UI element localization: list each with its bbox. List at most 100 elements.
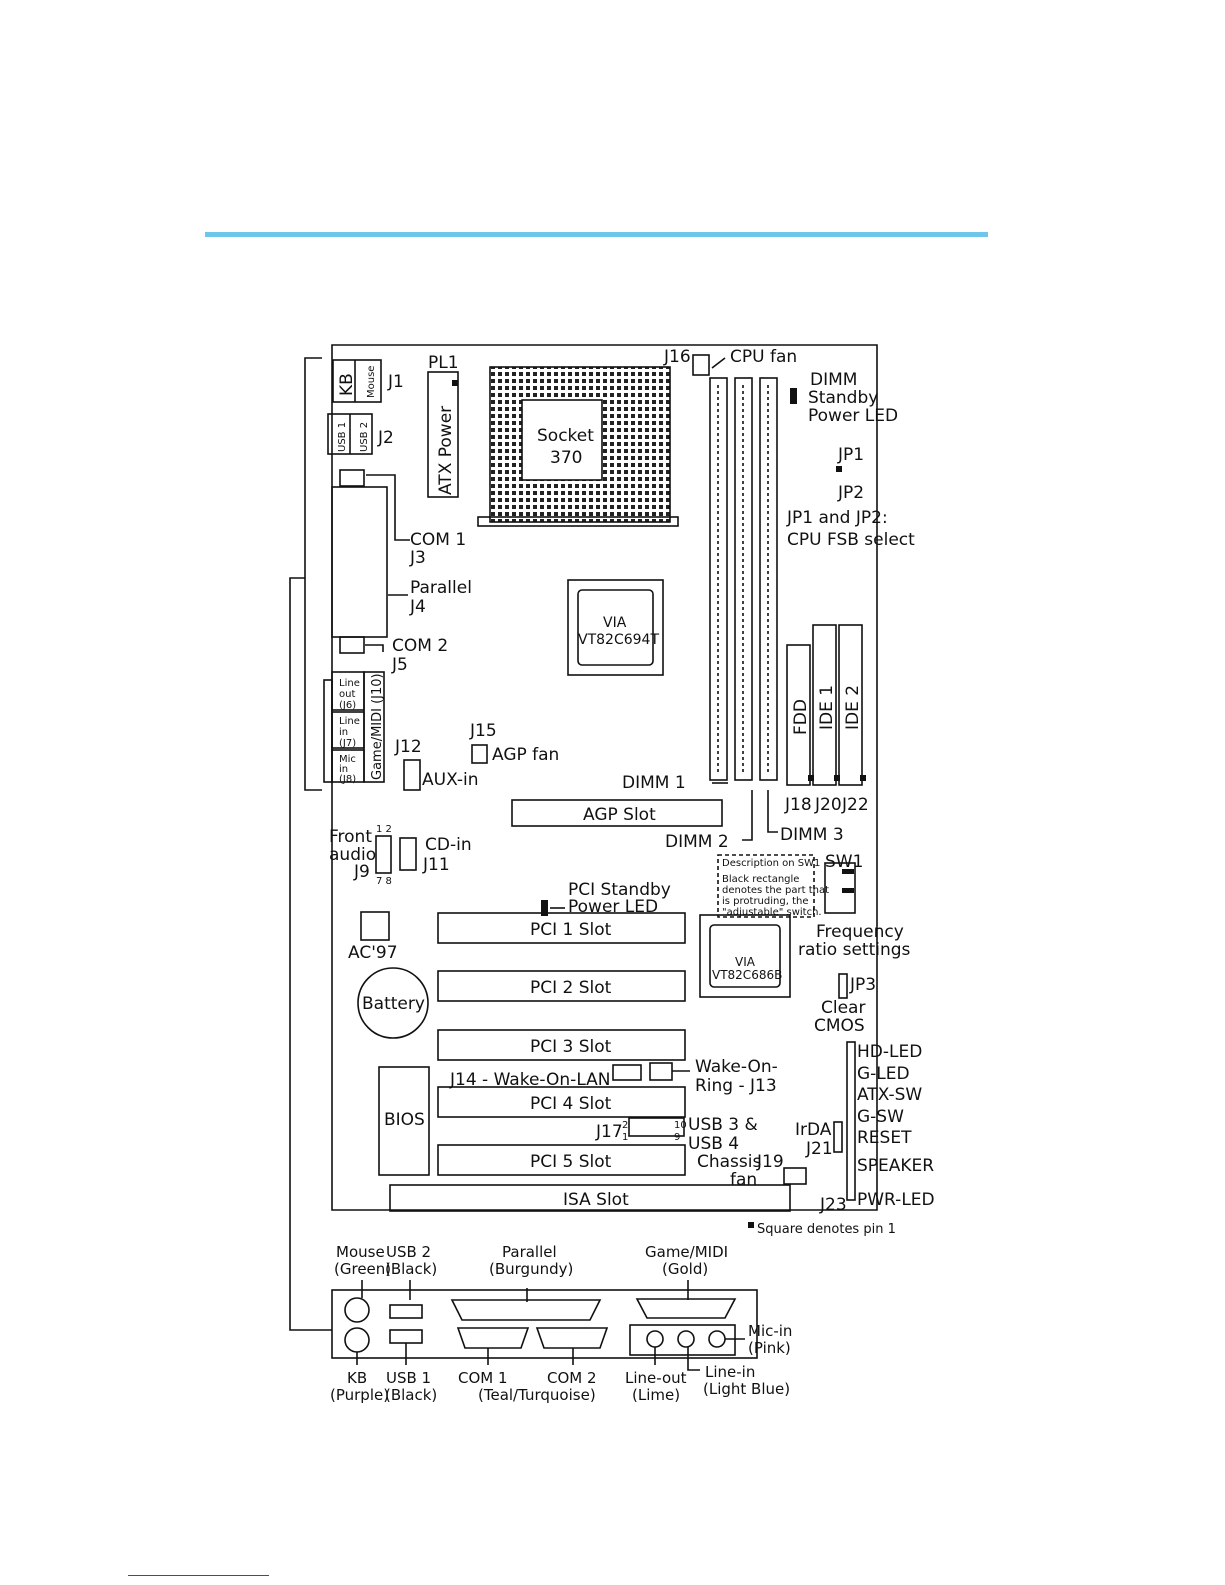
wake-on-ring-label-2: Ring - J13: [695, 1076, 777, 1096]
chassis-fan-label-2: fan: [730, 1170, 757, 1190]
pci2-label: PCI 2 Slot: [530, 978, 612, 998]
socket-label-1: Socket: [537, 426, 594, 446]
game-midi-label: Game/MIDI (J10): [370, 673, 385, 780]
chassis-fan-label-1: Chassis: [697, 1152, 761, 1172]
via2-label-2: VT82C686B: [712, 968, 782, 982]
jp-desc-label-2: CPU FSB select: [787, 530, 915, 550]
rear-kb-label: KB: [347, 1369, 367, 1387]
line-out-label-2: out: [339, 689, 355, 700]
cpu-fan-header: [692, 354, 710, 376]
rear-mic-label: Mic-in: [748, 1322, 792, 1340]
mouse-label: Mouse: [366, 366, 377, 398]
clear-cmos-label-1: Clear: [821, 998, 865, 1018]
dimm-slot-1: [709, 377, 728, 781]
via1-label-2: VT82C694T: [578, 632, 659, 648]
rear-io-panel: [331, 1289, 758, 1359]
j5-label: J5: [391, 655, 408, 675]
pin-9-label: 9: [674, 1132, 680, 1143]
pin-78-label: 7 8: [376, 876, 392, 887]
j18-label: J18: [784, 795, 812, 815]
cd-in-label: CD-in: [425, 835, 472, 855]
usb34-label-2: USB 4: [688, 1134, 739, 1154]
footer-line: [128, 1575, 269, 1576]
fdd-label: FDD: [791, 699, 811, 735]
rear-usb2-label: USB 2: [386, 1243, 431, 1261]
dimm3-label: DIMM 3: [780, 825, 844, 845]
rear-mic-color: (Pink): [748, 1339, 791, 1357]
j11-label: J11: [422, 855, 450, 875]
pin-2-label: 2: [622, 1120, 628, 1131]
pci-led-label-1: PCI Standby: [568, 880, 671, 900]
via2-label-1: VIA: [735, 955, 756, 969]
pci-slot-4: [437, 1086, 686, 1118]
j16-label: J16: [663, 347, 691, 367]
cpu-fan-label: CPU fan: [730, 347, 797, 367]
dimm-led-label-3: Power LED: [808, 406, 898, 426]
pin-10-label: 10: [674, 1120, 687, 1131]
rear-line-out-color: (Lime): [632, 1386, 680, 1404]
freq-label-2: ratio settings: [798, 940, 911, 960]
usb34-label-1: USB 3 &: [688, 1115, 758, 1135]
rear-usb2-color: (Black): [385, 1260, 437, 1278]
parallel-port: [331, 486, 388, 638]
rear-game-label: Game/MIDI: [645, 1243, 728, 1261]
pin1-note: Square denotes pin 1: [757, 1222, 896, 1237]
mic-in-label-1: Mic: [339, 754, 356, 765]
line-out-label-1: Line: [339, 678, 360, 689]
via-northbridge: [567, 579, 664, 676]
clear-cmos-label-2: CMOS: [814, 1016, 865, 1036]
rear-parallel-color: (Burgundy): [489, 1260, 573, 1278]
dimm-slot-3: [759, 377, 778, 781]
hd-led-label: HD-LED: [857, 1042, 922, 1062]
sw-desc-4: "adjustable" switch.: [722, 907, 822, 918]
bios-label: BIOS: [384, 1110, 425, 1130]
via1-label-1: VIA: [603, 615, 627, 631]
isa-slot: [389, 1184, 791, 1212]
pci5-label: PCI 5 Slot: [530, 1152, 612, 1172]
rear-game-color: (Gold): [662, 1260, 708, 1278]
atx-sw-label: ATX-SW: [857, 1085, 922, 1105]
line-out-label-3: (J6): [339, 700, 356, 711]
reset-label: RESET: [857, 1128, 912, 1148]
sw1-label: SW1: [825, 852, 863, 872]
ac97-label: AC'97: [348, 943, 398, 963]
pci4-label: PCI 4 Slot: [530, 1094, 612, 1114]
fdd-connector: [786, 644, 811, 786]
g-sw-label: G-SW: [857, 1107, 904, 1127]
j21-label: J21: [805, 1139, 833, 1159]
dimm2-label: DIMM 2: [665, 832, 729, 852]
rear-usb1-color: (Black): [385, 1386, 437, 1404]
kb-mouse-connector: [332, 359, 382, 403]
rear-com1-label: COM 1: [458, 1369, 508, 1387]
dimm-slot-2: [734, 377, 753, 781]
jp1-label: JP1: [837, 445, 864, 465]
kb-label: KB: [337, 373, 357, 396]
j2-label: J2: [377, 428, 394, 448]
j15-label: J15: [469, 721, 497, 741]
pwr-led-label: PWR-LED: [857, 1190, 935, 1210]
freq-label-1: Frequency: [816, 922, 904, 942]
wake-on-ring-label-1: Wake-On-: [695, 1057, 778, 1077]
dimm1-label: DIMM 1: [622, 773, 686, 793]
pin-12-label: 1 2: [376, 824, 392, 835]
bios-chip: [378, 1066, 430, 1176]
jp2-label: JP2: [837, 483, 864, 503]
rear-parallel-label: Parallel: [502, 1243, 557, 1261]
line-in-label-3: (J7): [339, 738, 356, 749]
pci-slot-5: [437, 1144, 686, 1176]
rear-kb-color: (Purple): [330, 1386, 389, 1404]
socket-label-2: 370: [550, 448, 582, 468]
battery-label: Battery: [362, 994, 425, 1014]
rear-mouse-color: (Green): [334, 1260, 391, 1278]
j20-label: J20: [814, 795, 842, 815]
j9-label: J9: [353, 862, 370, 882]
via-southbridge: [699, 914, 791, 998]
pci-slot-2: [437, 970, 686, 1002]
isa-label: ISA Slot: [563, 1190, 629, 1210]
pci-led-label-2: Power LED: [568, 897, 658, 917]
rear-com-color: (Teal/Turquoise): [478, 1386, 596, 1404]
rear-line-in-label: Line-in: [705, 1363, 755, 1381]
irda-label: IrDA: [795, 1120, 832, 1140]
rear-line-out-label: Line-out: [625, 1369, 687, 1387]
